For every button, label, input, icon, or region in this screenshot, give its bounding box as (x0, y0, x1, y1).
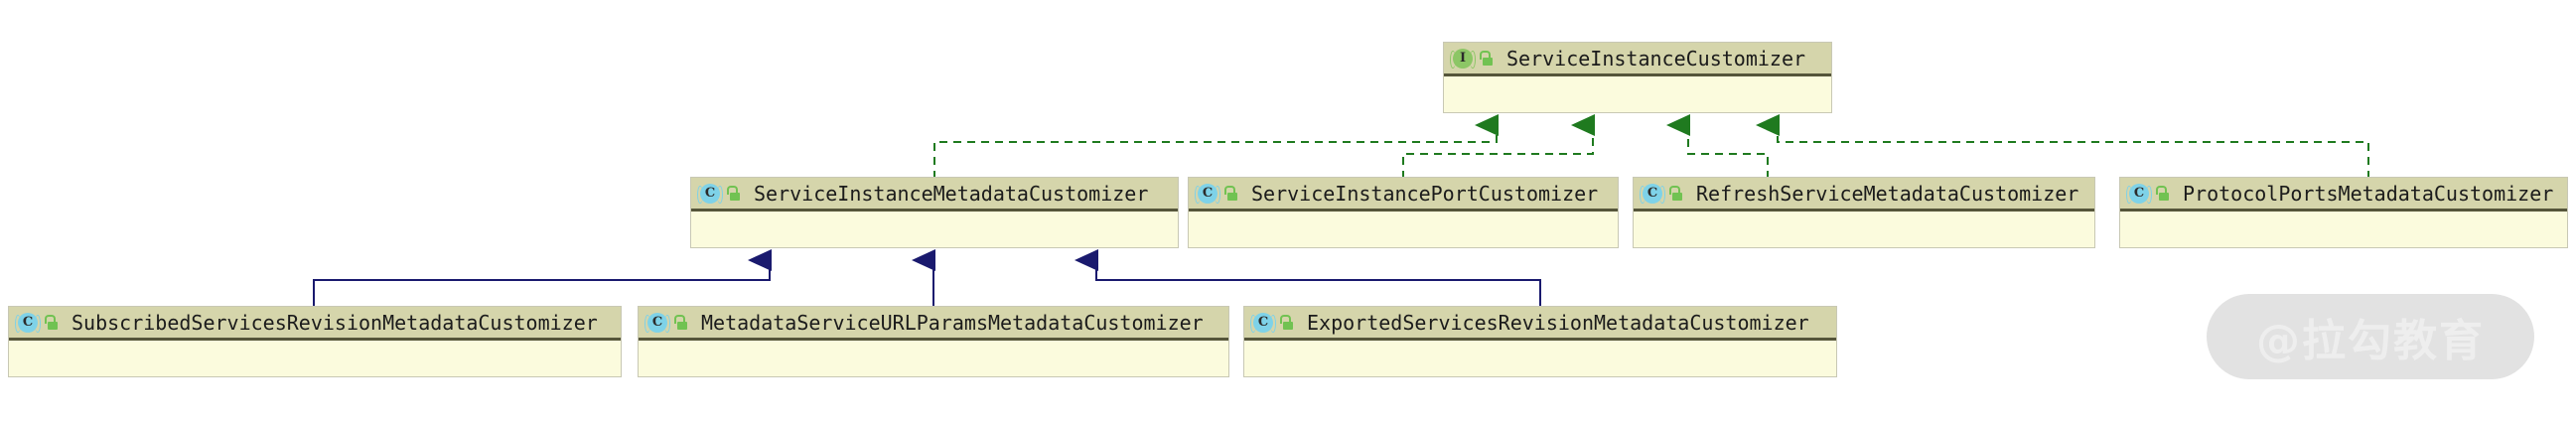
uml-node-members (9, 341, 621, 376)
uml-node-protocol-ports-metadata-customizer[interactable]: C ProtocolPortsMetadataCustomizer (2119, 177, 2568, 248)
unlock-icon (44, 314, 60, 332)
uml-node-title: RefreshServiceMetadataCustomizer (1696, 181, 2079, 206)
uml-node-members (1189, 212, 1618, 247)
uml-node-header: C MetadataServiceURLParamsMetadataCustom… (639, 307, 1228, 341)
class-icon: C (697, 183, 723, 205)
class-icon: C (1250, 312, 1276, 334)
uml-node-header: C ExportedServicesRevisionMetadataCustom… (1244, 307, 1836, 341)
uml-node-title: ServiceInstancePortCustomizer (1251, 181, 1599, 206)
uml-node-subscribed-services-revision-metadata-customizer[interactable]: C SubscribedServicesRevisionMetadataCust… (8, 306, 622, 377)
uml-node-header: C SubscribedServicesRevisionMetadataCust… (9, 307, 621, 341)
class-icon: C (15, 312, 41, 334)
uml-node-header: C ProtocolPortsMetadataCustomizer (2120, 178, 2567, 212)
edge-inheritance-subscribed-services-revision-metadata-customizer (313, 249, 772, 306)
class-icon: C (1640, 183, 1665, 205)
uml-node-members (639, 341, 1228, 376)
uml-node-members (691, 212, 1178, 247)
uml-node-members (1244, 341, 1836, 376)
uml-node-header: C ServiceInstanceMetadataCustomizer (691, 178, 1178, 212)
watermark-text: @拉勾教育 (2256, 316, 2485, 366)
uml-node-title: SubscribedServicesRevisionMetadataCustom… (72, 310, 598, 335)
uml-node-title: ExportedServicesRevisionMetadataCustomiz… (1307, 310, 1809, 335)
uml-node-refresh-service-metadata-customizer[interactable]: C RefreshServiceMetadataCustomizer (1633, 177, 2095, 248)
interface-icon: I (1450, 48, 1476, 70)
uml-node-title: MetadataServiceURLParamsMetadataCustomiz… (701, 310, 1204, 335)
class-icon: C (2126, 183, 2152, 205)
edge-inheritance-exported-services-revision-metadata-customizer (1074, 249, 1541, 306)
uml-node-service-instance-metadata-customizer[interactable]: C ServiceInstanceMetadataCustomizer (690, 177, 1179, 248)
uml-node-service-instance-customizer[interactable]: I ServiceInstanceCustomizer (1443, 42, 1832, 113)
uml-node-header: I ServiceInstanceCustomizer (1444, 43, 1831, 76)
uml-node-metadata-service-url-params-metadata-customizer[interactable]: C MetadataServiceURLParamsMetadataCustom… (638, 306, 1229, 377)
watermark: @拉勾教育 (2207, 294, 2534, 379)
class-icon: C (644, 312, 670, 334)
uml-node-members (1634, 212, 2094, 247)
uml-node-members (1444, 76, 1831, 112)
unlock-icon (1479, 50, 1495, 68)
uml-node-members (2120, 212, 2567, 247)
unlock-icon (726, 185, 742, 203)
uml-node-header: C ServiceInstancePortCustomizer (1189, 178, 1618, 212)
uml-node-title: ServiceInstanceMetadataCustomizer (754, 181, 1149, 206)
unlock-icon (1223, 185, 1239, 203)
uml-node-header: C RefreshServiceMetadataCustomizer (1634, 178, 2094, 212)
unlock-icon (1279, 314, 1295, 332)
uml-node-title: ServiceInstanceCustomizer (1506, 46, 1806, 71)
unlock-icon (2155, 185, 2171, 203)
unlock-icon (1668, 185, 1684, 203)
uml-node-title: ProtocolPortsMetadataCustomizer (2183, 181, 2554, 206)
unlock-icon (673, 314, 689, 332)
uml-node-exported-services-revision-metadata-customizer[interactable]: C ExportedServicesRevisionMetadataCustom… (1243, 306, 1837, 377)
class-icon: C (1195, 183, 1220, 205)
uml-node-service-instance-port-customizer[interactable]: C ServiceInstancePortCustomizer (1188, 177, 1619, 248)
